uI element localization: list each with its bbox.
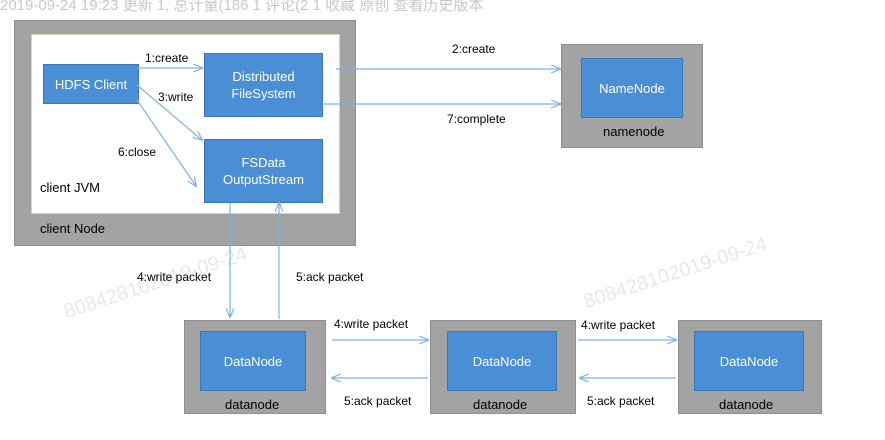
datanode-label-1: datanode (225, 397, 280, 412)
datanode-label-3: datanode (719, 397, 774, 412)
hdfs-client-box: HDFS Client (43, 64, 139, 104)
fsdata-outputstream-box: FSData OutputStream (204, 139, 323, 203)
edge-label-3-write: 3:write (158, 90, 194, 104)
edge-label-7-complete: 7:complete (447, 112, 506, 126)
datanode-box-3: DataNode (694, 331, 804, 391)
edge-label-4-write-packet-2: 4:write packet (581, 318, 656, 332)
edge-label-6-close: 6:close (118, 145, 157, 159)
edge-label-5-ack-packet-up: 5:ack packet (296, 270, 364, 284)
datanode-box-2: DataNode (447, 331, 557, 391)
datanode-box-1: DataNode (200, 331, 306, 391)
arrow-3-write (136, 84, 202, 140)
page-header-text: 2019-09-24 19:23 更新 1, 总计量(186 1 评论(2 1 … (0, 0, 484, 14)
edge-label-5-ack-packet-1: 5:ack packet (344, 394, 412, 408)
arrow-6-close (136, 99, 196, 186)
edge-label-4-write-packet-down: 4:write packet (137, 270, 212, 284)
edge-label-2-create: 2:create (452, 42, 496, 56)
client-node-label: client Node (40, 221, 106, 236)
edge-label-1-create: 1:create (145, 51, 189, 65)
edge-label-5-ack-packet-2: 5:ack packet (587, 394, 655, 408)
client-jvm-label: client JVM (40, 180, 100, 195)
datanode-label-2: datanode (473, 397, 528, 412)
namenode-box: NameNode (581, 58, 683, 118)
edge-label-4-write-packet-1: 4:write packet (334, 317, 409, 331)
distributed-filesystem-box: Distributed FileSystem (204, 53, 323, 117)
namenode-label: namenode (603, 124, 665, 139)
